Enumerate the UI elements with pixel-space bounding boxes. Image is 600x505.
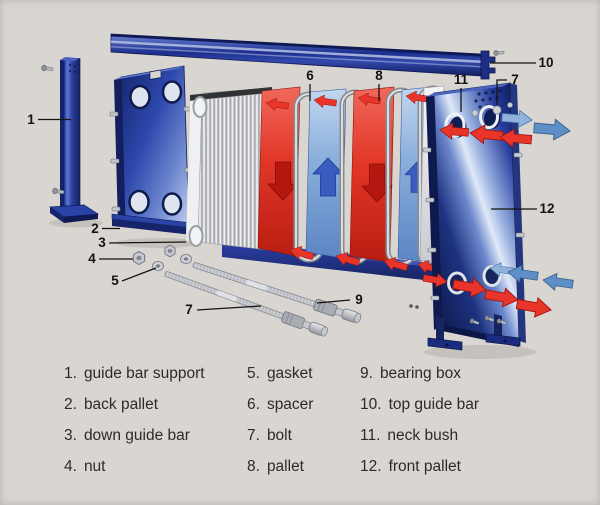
legend-number: 1. — [64, 364, 77, 382]
legend-item-3: 3. down guide bar — [64, 420, 247, 451]
top-guide-bar — [110, 33, 505, 80]
legend-item-6: 6. spacer — [247, 389, 360, 420]
cold-in-arrow-icon — [541, 271, 575, 294]
legend-label: nut — [83, 457, 106, 475]
legend-label: gasket — [266, 364, 313, 382]
legend-number: 9. — [360, 364, 373, 382]
callout-5: 5 — [111, 273, 119, 288]
callout-8: 8 — [375, 68, 383, 83]
callout-3: 3 — [98, 235, 106, 250]
legend-label: back pallet — [83, 395, 159, 413]
neck-bush — [444, 112, 466, 138]
top-guide-bar-end-profile — [480, 50, 496, 80]
legend-label: pallet — [266, 457, 304, 475]
legend-label: neck bush — [387, 426, 459, 444]
legend-number: 7. — [247, 426, 260, 444]
screw-icon — [40, 64, 54, 73]
legend-label: guide bar support — [83, 364, 205, 382]
legend-number: 3. — [64, 426, 77, 444]
callout-numbers: 1 2 3 4 5 6 7 8 9 10 11 12 7 — [27, 55, 554, 317]
parts-legend: 1. guide bar support 2. back pallet 3. down… — [0, 358, 600, 482]
callout-1: 1 — [27, 112, 35, 127]
port-hole — [161, 80, 183, 104]
legend-number: 8. — [247, 457, 260, 475]
legend-label: bolt — [266, 426, 292, 444]
nut — [132, 251, 146, 265]
guide-bar-support — [40, 57, 100, 223]
guide-notch — [149, 69, 162, 80]
legend-item-8: 8. pallet — [247, 451, 360, 482]
neck-bush — [479, 105, 499, 129]
callout-4: 4 — [88, 251, 96, 266]
tightening-bolt-head — [492, 105, 502, 115]
port-hole — [129, 84, 151, 110]
legend-item-7: 7. bolt — [247, 420, 360, 451]
legend-item-10: 10. top guide bar — [360, 389, 600, 420]
legend-item-5: 5. gasket — [247, 358, 360, 389]
back-pallet — [109, 65, 194, 235]
legend-number: 12. — [360, 457, 382, 475]
legend-number: 10. — [360, 395, 382, 413]
legend-number: 2. — [64, 395, 77, 413]
legend-number: 5. — [247, 364, 260, 382]
callout-11: 11 — [454, 72, 469, 87]
legend-item-11: 11. neck bush — [360, 420, 600, 451]
legend-item-1: 1. guide bar support — [64, 358, 247, 389]
legend-label: down guide bar — [83, 426, 190, 444]
callout-9: 9 — [355, 292, 363, 307]
callout-2: 2 — [91, 221, 99, 236]
gasket-washer — [180, 254, 192, 264]
separated-plates — [257, 85, 449, 277]
callout-12: 12 — [539, 201, 554, 216]
callout-10: 10 — [538, 55, 553, 70]
cold-out-arrow-icon — [532, 117, 572, 142]
legend-label: top guide bar — [388, 395, 480, 413]
callout-7-bottom: 7 — [185, 302, 193, 317]
port-hole — [161, 192, 183, 216]
callout-7-top: 7 — [511, 72, 519, 87]
end-gasket-loop — [192, 96, 208, 118]
end-gasket-loop — [188, 225, 204, 247]
legend-item-9: 9. bearing box — [360, 358, 600, 389]
legend-number: 6. — [247, 395, 260, 413]
nut — [164, 244, 176, 258]
legend-number: 11. — [360, 426, 381, 444]
ground-screws — [409, 304, 507, 326]
callout-6: 6 — [306, 68, 314, 83]
port-hole — [128, 189, 150, 215]
legend-item-2: 2. back pallet — [64, 389, 247, 420]
legend-number: 4. — [64, 457, 77, 475]
legend-label: bearing box — [379, 364, 461, 382]
legend-label: front pallet — [388, 457, 461, 475]
pallet-feet — [427, 314, 521, 351]
legend-label: spacer — [266, 395, 314, 413]
legend-item-4: 4. nut — [64, 451, 247, 482]
callout-lines — [38, 62, 537, 311]
bolt-hole-dots — [474, 89, 502, 109]
screw-icon — [493, 49, 505, 56]
legend-item-12: 12. front pallet — [360, 451, 600, 482]
